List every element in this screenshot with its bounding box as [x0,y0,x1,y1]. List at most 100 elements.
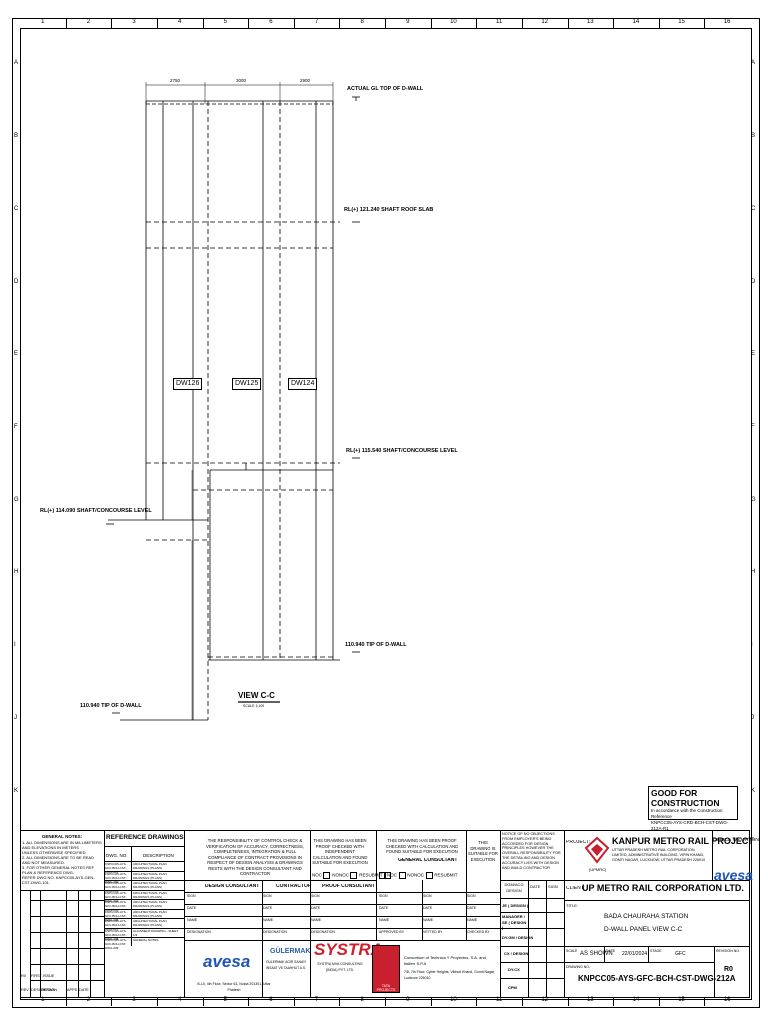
rev-col-line [104,890,105,998]
stage-label: STAGE [650,949,662,953]
level-label-tip-left: 110.940 TIP OF D-WALL [80,703,142,709]
ref-dwg-desc: ARCHITECTURAL PLAN DRAWINGS (PLANS) [133,900,167,908]
project-label: PROJECT: [566,840,591,845]
ref-head-desc: DESCRIPTION [143,853,174,858]
ref-dwg-desc: ARCHITECTURAL PLAN DRAWINGS (PLANS) [133,862,167,870]
ref-row-divider [104,870,184,872]
noc-checkbox[interactable] [323,872,330,879]
upmrc-label: (UPMRC) [589,867,607,872]
column-number: 5 [223,19,227,25]
ref-row-divider [104,918,184,919]
rev-head-cell: DATE [79,988,89,992]
sign-row-label: DESIGNATION [263,930,287,934]
column-number: 16 [723,19,731,25]
row-letter: A [751,60,756,67]
gc-noc-checkbox[interactable] [379,872,386,879]
row-letter: G [751,496,756,503]
dim-label: 2900 [300,78,311,83]
row-letter: E [14,351,19,358]
ref-row-divider [104,899,184,900]
column-number: 16 [723,997,731,1003]
responsibility-note: THE RESPONSIBILITY OF CONTROL CHECK & VE… [206,838,304,876]
frame-tick [156,19,158,28]
client-label: CLIENT: [566,886,585,891]
ref-row-divider [104,861,184,862]
column-number: 8 [360,19,364,25]
rev-row-line [30,932,104,933]
sign-row-line [184,928,500,929]
sign-row-label: DATE [187,906,197,910]
rev-row-cell: FIRST ISSUE [31,974,55,978]
general-notes-title: GENERAL NOTES: [41,834,83,839]
rev-col-line [90,890,91,998]
gc-resubmit-checkbox[interactable] [426,872,434,879]
gc-sign-label: SIGN [423,894,432,898]
frame-tick [339,997,341,1006]
frame-tick [613,19,615,28]
proof-consultant-heading: PROOF CONSULTANT [322,884,375,889]
column-number: 6 [269,997,273,1003]
sign-row-line [184,892,500,893]
sign-row-label: SIGN [311,894,320,898]
ref-dwg-desc: GENERAL NOTES [133,938,159,942]
ref-dwg-desc: ARCHITECTURAL PLAN DRAWINGS (PLANS) [133,881,167,889]
sign-row-label: SIGN [263,894,272,898]
scale-value: AS SHOWN [580,951,613,957]
column-number: 3 [132,997,136,1003]
title-line-1: BADA CHAURAHA STATION [604,913,689,920]
sign-row-label: DESIGNATION [187,930,211,934]
rev-col-line [78,890,79,998]
panel-tag: DW126 [173,378,203,390]
gc-sign-label: SIGN [467,894,476,898]
nonoc-checkbox[interactable] [350,872,358,879]
noc-checkboxes[interactable]: NOC NONOC RESUBMIT [312,872,392,879]
title-block [20,830,750,998]
column-number: 14 [632,19,640,25]
ref-dwg-no: KNPCC05-AYS-GFC-BCH-CST-DWG-208 [105,928,127,941]
gc-checkboxes[interactable]: NOC NONOC RESUBMIT [378,872,458,879]
ref-drawings-title: REFERENCE DRAWINGS [106,834,184,841]
avesa-logo: avesa [203,952,251,971]
frame-tick [567,997,569,1006]
frame-tick [65,997,67,1006]
gc-sign-label: DATE [467,906,477,910]
consortium-address: 7/8, 7th Floor, Cyber Heights, Vibhuti K… [404,970,495,980]
row-letter: G [14,496,19,503]
office-of-origin: OFFICE OF ORIGIN [713,838,759,843]
dc-role: DY.GM / DESIGN [502,935,534,940]
suitable-note: THIS DRAWING IS SUITABLE FOR EXECUTION [468,840,498,862]
general-consultant-heading: GENERAL CONSULTANT [398,858,458,863]
frame-tick [704,997,706,1006]
contractor-heading: CONTRACTOR [276,884,312,889]
row-letter: K [14,787,19,794]
stamp-line1: In accordance with the Construction Refe… [651,808,723,819]
sheet-border-outer [12,18,760,1008]
ref-dwg-desc: ARCHITECTURAL PLAN DRAWINGS (PLANS) [133,909,167,918]
rev-row-line [30,948,104,949]
rev-row-line [30,900,104,901]
ref-dwg-desc: ALIGNMENT DRAWING - SHEET 1/3 [133,928,179,937]
rev-col-line [40,890,41,998]
rev-head-cell: APPD [67,988,78,992]
level-label-tip-right: 110.940 TIP OF D-WALL [345,642,407,648]
rev-col-line [66,890,67,998]
panel-tag: DW125 [232,378,262,390]
resubmit-checkbox[interactable] [383,872,391,879]
sign-col-head: SIGN [548,884,558,889]
dc-role: JE ( DESIGN ) [502,903,529,908]
frame-tick [248,19,250,28]
rev-row-cell: R0 [21,974,26,978]
ref-row-divider [104,937,184,938]
gc-nonoc-checkbox[interactable] [399,872,407,879]
view-scale: SCALE 1:100 [243,704,265,708]
rev-head-cell: DESCRIPTION [31,988,57,992]
upmrc-emblem-icon [584,836,610,864]
column-number: 7 [314,19,319,25]
column-number: 4 [178,19,182,25]
gc-noc-label: NOC [387,872,397,878]
frame-tick [202,997,204,1006]
column-number: 11 [495,19,503,25]
sign-row-label: NAME [187,918,198,922]
dc-role: MANAGER / SE ( DESIGN ) [502,914,527,930]
sign-row-line [184,916,500,917]
